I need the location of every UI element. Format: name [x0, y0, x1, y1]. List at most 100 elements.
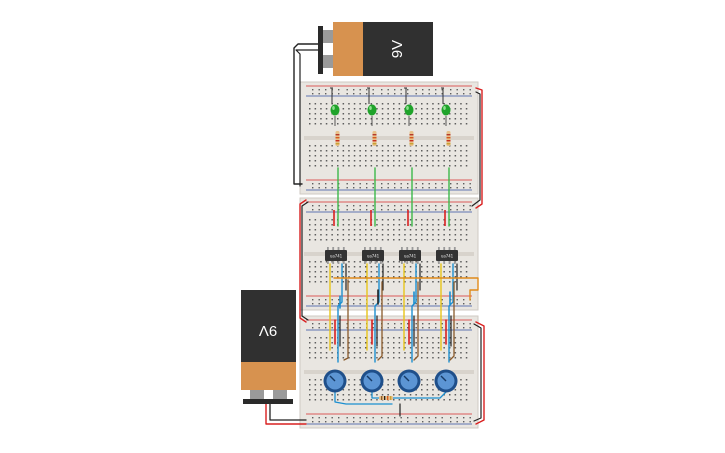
potentiometer-2[interactable] [360, 369, 384, 393]
led-1[interactable] [330, 104, 340, 127]
wire-black-battery-bottom[interactable] [269, 403, 307, 421]
terminal-hole [443, 118, 445, 120]
terminal-hole [398, 347, 401, 349]
opamp-ic-3[interactable]: ua741 [399, 247, 421, 264]
ic-pin [438, 261, 440, 264]
terminal-hole [460, 337, 462, 339]
terminal-hole [325, 394, 328, 396]
terminal-hole [393, 337, 395, 339]
rail-hole [469, 187, 471, 189]
resistor-top-2[interactable] [372, 131, 377, 146]
wire-blue-pot-link-2[interactable] [371, 391, 447, 399]
terminal-hole [387, 234, 389, 236]
battery-top-cap [333, 22, 363, 76]
terminal-hole [465, 276, 468, 278]
wire-black-top-right[interactable] [471, 91, 481, 207]
breadboard-top[interactable] [299, 81, 479, 195]
battery-bottom[interactable]: 9V [241, 290, 296, 404]
wire-red-mid-left[interactable] [299, 199, 307, 323]
terminal-hole [353, 394, 356, 396]
led-3[interactable] [404, 104, 414, 127]
resistor-top-3[interactable] [409, 131, 414, 146]
wire-brown-1[interactable] [343, 279, 349, 361]
rail-hole [318, 209, 320, 211]
terminal-hole [398, 118, 401, 120]
potentiometer-1[interactable] [323, 369, 347, 393]
terminal-hole [449, 271, 451, 273]
led-highlight [443, 106, 446, 110]
terminal-hole [320, 123, 322, 125]
resistor-band [409, 140, 414, 142]
opamp-ic-2[interactable]: ua741 [362, 247, 384, 264]
potentiometer-4[interactable] [434, 369, 458, 393]
wire-brown-3[interactable] [413, 281, 419, 361]
terminal-hole [421, 352, 423, 354]
terminal-hole [460, 347, 462, 349]
terminal-hole [449, 337, 451, 339]
led-4[interactable] [441, 104, 451, 127]
terminal-hole [404, 342, 406, 344]
rail-hole [422, 183, 424, 185]
rail-hole [435, 93, 437, 95]
terminal-hole [331, 145, 333, 147]
pot-indicator [403, 375, 410, 382]
terminal-hole [398, 229, 401, 231]
terminal-hole [337, 160, 339, 162]
terminal-hole [404, 399, 406, 401]
resistor-bottom[interactable] [379, 396, 393, 400]
wire-red-top-right[interactable] [475, 87, 483, 209]
rail-hole [394, 323, 396, 325]
terminal-hole [415, 145, 417, 147]
terminal-hole [393, 160, 395, 162]
rail-hole [346, 303, 348, 305]
terminal-hole [398, 160, 401, 162]
battery-top[interactable]: 9V [318, 22, 433, 76]
rail-hole [325, 303, 327, 305]
wire-blue-4[interactable] [448, 263, 454, 363]
terminal-hole [465, 165, 468, 167]
wire-black-mid-left[interactable] [301, 201, 309, 321]
rail-hole [359, 209, 361, 211]
ic-pin [369, 247, 372, 250]
terminal-hole [320, 155, 322, 157]
terminal-hole [393, 342, 395, 344]
terminal-hole [365, 145, 367, 147]
rail-hole [394, 187, 396, 189]
wire-blue-pot-link[interactable] [334, 391, 393, 405]
resistor-top-1[interactable] [335, 131, 340, 146]
wire-red-battery-bottom[interactable] [265, 403, 307, 425]
rail-hole [456, 89, 458, 91]
terminal-hole [398, 234, 401, 236]
opamp-ic-4[interactable]: ua741 [436, 247, 458, 264]
wire-black-battery-top-2[interactable] [295, 49, 319, 187]
led-2[interactable] [367, 104, 377, 127]
terminal-hole [325, 271, 328, 273]
terminal-hole [387, 271, 389, 273]
potentiometer-3[interactable] [397, 369, 421, 393]
terminal-hole [415, 394, 417, 396]
rail-hole [407, 187, 409, 189]
terminal-hole [460, 389, 462, 391]
wire-black-bottom-right[interactable] [473, 323, 482, 422]
terminal-hole [393, 357, 395, 359]
wire-black-battery-top[interactable] [293, 43, 319, 185]
wire-blue-2[interactable] [374, 263, 380, 363]
terminal-hole [348, 155, 350, 157]
opamp-ic-1[interactable]: ua741 [325, 247, 347, 264]
rail-hole [312, 323, 314, 325]
wire-red-bottom-right[interactable] [475, 321, 485, 425]
terminal-hole [421, 145, 423, 147]
rail-hole [325, 417, 327, 419]
rail-hole [318, 183, 320, 185]
resistor-band [446, 140, 451, 142]
terminal-hole [437, 224, 440, 226]
terminal-hole [359, 389, 361, 391]
terminal-hole [337, 103, 339, 105]
resistor-top-4[interactable] [446, 131, 451, 146]
wire-brown-4[interactable] [449, 281, 455, 361]
rail-hole [422, 327, 424, 329]
rail-hole [372, 323, 374, 325]
terminal-hole [320, 224, 322, 226]
wire-brown-2[interactable] [377, 281, 383, 361]
wire-orange-bus[interactable] [333, 277, 479, 301]
